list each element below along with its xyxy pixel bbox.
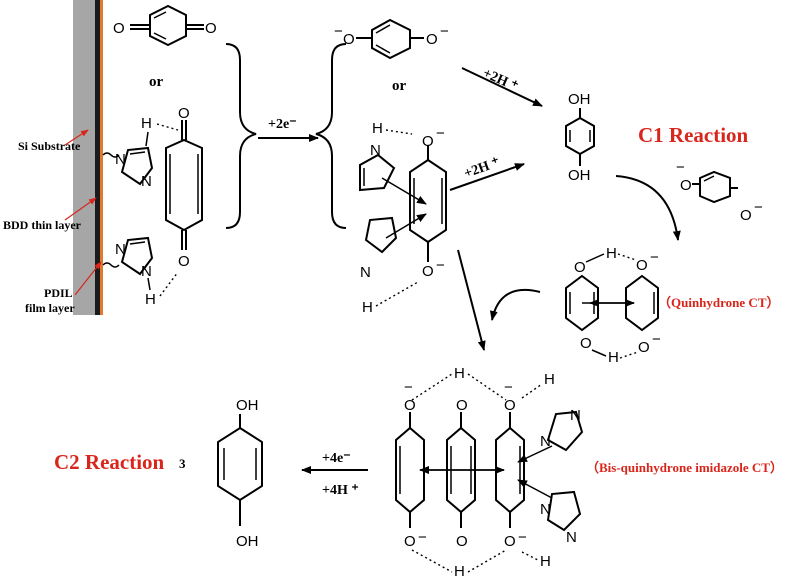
atom-hydrogen: H	[608, 349, 619, 366]
atom-charge: −	[650, 249, 659, 266]
atom-oxygen: O	[178, 253, 190, 270]
atom-hydrogen: H	[544, 371, 555, 388]
atom-hydrogen: H	[454, 365, 465, 382]
quinhydrone-ct-complex: O H O − O H O −	[565, 245, 661, 366]
atom-oxygen: O	[740, 207, 752, 224]
atom-nitrogen: N	[540, 433, 551, 450]
atom-nitrogen: N	[540, 501, 551, 518]
atom-oxygen: O	[680, 177, 692, 194]
electrode	[73, 0, 103, 315]
atom-nitrogen: N	[141, 263, 152, 280]
hydroquinone-c1: OH OH	[565, 91, 595, 184]
pdil-label-line2: film layer	[25, 301, 75, 315]
pdil-label-line1: PDIL	[44, 286, 73, 300]
atom-charge: −	[436, 257, 445, 274]
protonation-arrow-top	[461, 67, 543, 107]
atom-hydroxyl: OH	[236, 533, 259, 550]
imidazole-quinone-complex: N N H O O N N H	[102, 105, 203, 308]
atom-charge: −	[652, 331, 661, 348]
bis-formation-arrow	[457, 249, 486, 351]
atom-oxygen: O	[574, 259, 586, 276]
atom-hydroxyl: OH	[236, 397, 259, 414]
atom-charge: −	[418, 529, 427, 546]
benzoquinone-molecule: O O	[113, 4, 217, 47]
bdd-layer-label: BDD thin layer	[3, 218, 82, 232]
atom-charge: −	[504, 379, 513, 396]
bdd-thin-layer	[95, 0, 100, 315]
atom-charge: −	[518, 529, 527, 546]
atom-oxygen: O	[456, 533, 468, 550]
plus-4e-label: +4e⁻	[322, 451, 351, 466]
atom-nitrogen: N	[360, 264, 371, 281]
pdil-pointer	[74, 261, 102, 296]
atom-oxygen: O	[404, 533, 416, 550]
si-substrate-layer	[73, 0, 95, 315]
atom-charge: −	[436, 125, 445, 142]
quinhydrone-ct-label: （Quinhydrone CT）	[658, 295, 780, 310]
atom-charge: −	[334, 23, 343, 40]
hydroquinone-c2: OH OH	[217, 397, 263, 550]
or-label-right: or	[392, 78, 407, 94]
atom-charge: −	[404, 379, 413, 396]
atom-oxygen: O	[456, 397, 468, 414]
stoichiometric-coefficient: 3	[179, 456, 186, 471]
atom-hydroxyl: OH	[568, 167, 591, 184]
atom-hydrogen: H	[145, 291, 156, 308]
atom-charge: −	[676, 159, 685, 176]
imidazole-dianion-complex: N H O − O − N H	[359, 120, 447, 316]
atom-hydrogen: H	[372, 120, 383, 137]
atom-oxygen: O	[638, 339, 650, 356]
atom-nitrogen: N	[141, 173, 152, 190]
c1-reaction-label: C1 Reaction	[638, 123, 749, 147]
atom-nitrogen: N	[115, 151, 126, 168]
atom-nitrogen: N	[370, 142, 381, 159]
c2-reaction-label: C2 Reaction	[54, 450, 165, 474]
atom-oxygen: O	[504, 533, 516, 550]
atom-nitrogen: N	[566, 529, 577, 546]
atom-nitrogen: N	[115, 241, 126, 258]
atom-hydroxyl: OH	[568, 91, 591, 108]
atom-hydrogen: H	[362, 299, 373, 316]
or-label-left: or	[149, 74, 164, 90]
atom-oxygen: O	[422, 133, 434, 150]
si-substrate-pointer	[64, 129, 89, 146]
atom-oxygen: O	[205, 20, 217, 37]
atom-hydrogen: H	[540, 553, 551, 570]
atom-oxygen: O	[580, 335, 592, 352]
dianion-reagent: − O O −	[676, 159, 763, 224]
atom-oxygen: O	[422, 263, 434, 280]
atom-oxygen: O	[404, 397, 416, 414]
protonation-arrow-bottom	[449, 163, 525, 191]
atom-nitrogen: N	[570, 407, 581, 424]
atom-charge: −	[440, 23, 449, 40]
c1-curved-arrow	[615, 175, 681, 241]
atom-hydrogen: H	[141, 115, 152, 132]
atom-hydrogen: H	[606, 245, 617, 262]
plus-4h-label: +4H ⁺	[322, 483, 359, 498]
atom-oxygen: O	[504, 397, 516, 414]
si-substrate-label: Si Substrate	[18, 139, 81, 153]
atom-charge: −	[754, 199, 763, 216]
bis-quinhydrone-complex: H H − O O − O O − O O − H N N	[395, 365, 584, 580]
atom-oxygen: O	[426, 31, 438, 48]
bis-ct-label: （Bis-quinhydrone imidazole CT）	[586, 460, 783, 475]
ct-curved-arrow	[489, 288, 541, 321]
atom-oxygen: O	[636, 257, 648, 274]
bdd-layer-pointer	[64, 197, 97, 221]
atom-hydrogen: H	[454, 563, 465, 580]
atom-oxygen: O	[113, 20, 125, 37]
atom-oxygen: O	[178, 105, 190, 122]
left-brace	[315, 43, 347, 229]
atom-oxygen: O	[343, 31, 355, 48]
pdil-film-layer	[100, 0, 103, 315]
hydroquinone-dianion: − O O −	[334, 18, 449, 60]
plus-2e-label: +2e⁻	[268, 117, 297, 132]
right-brace	[225, 43, 257, 229]
